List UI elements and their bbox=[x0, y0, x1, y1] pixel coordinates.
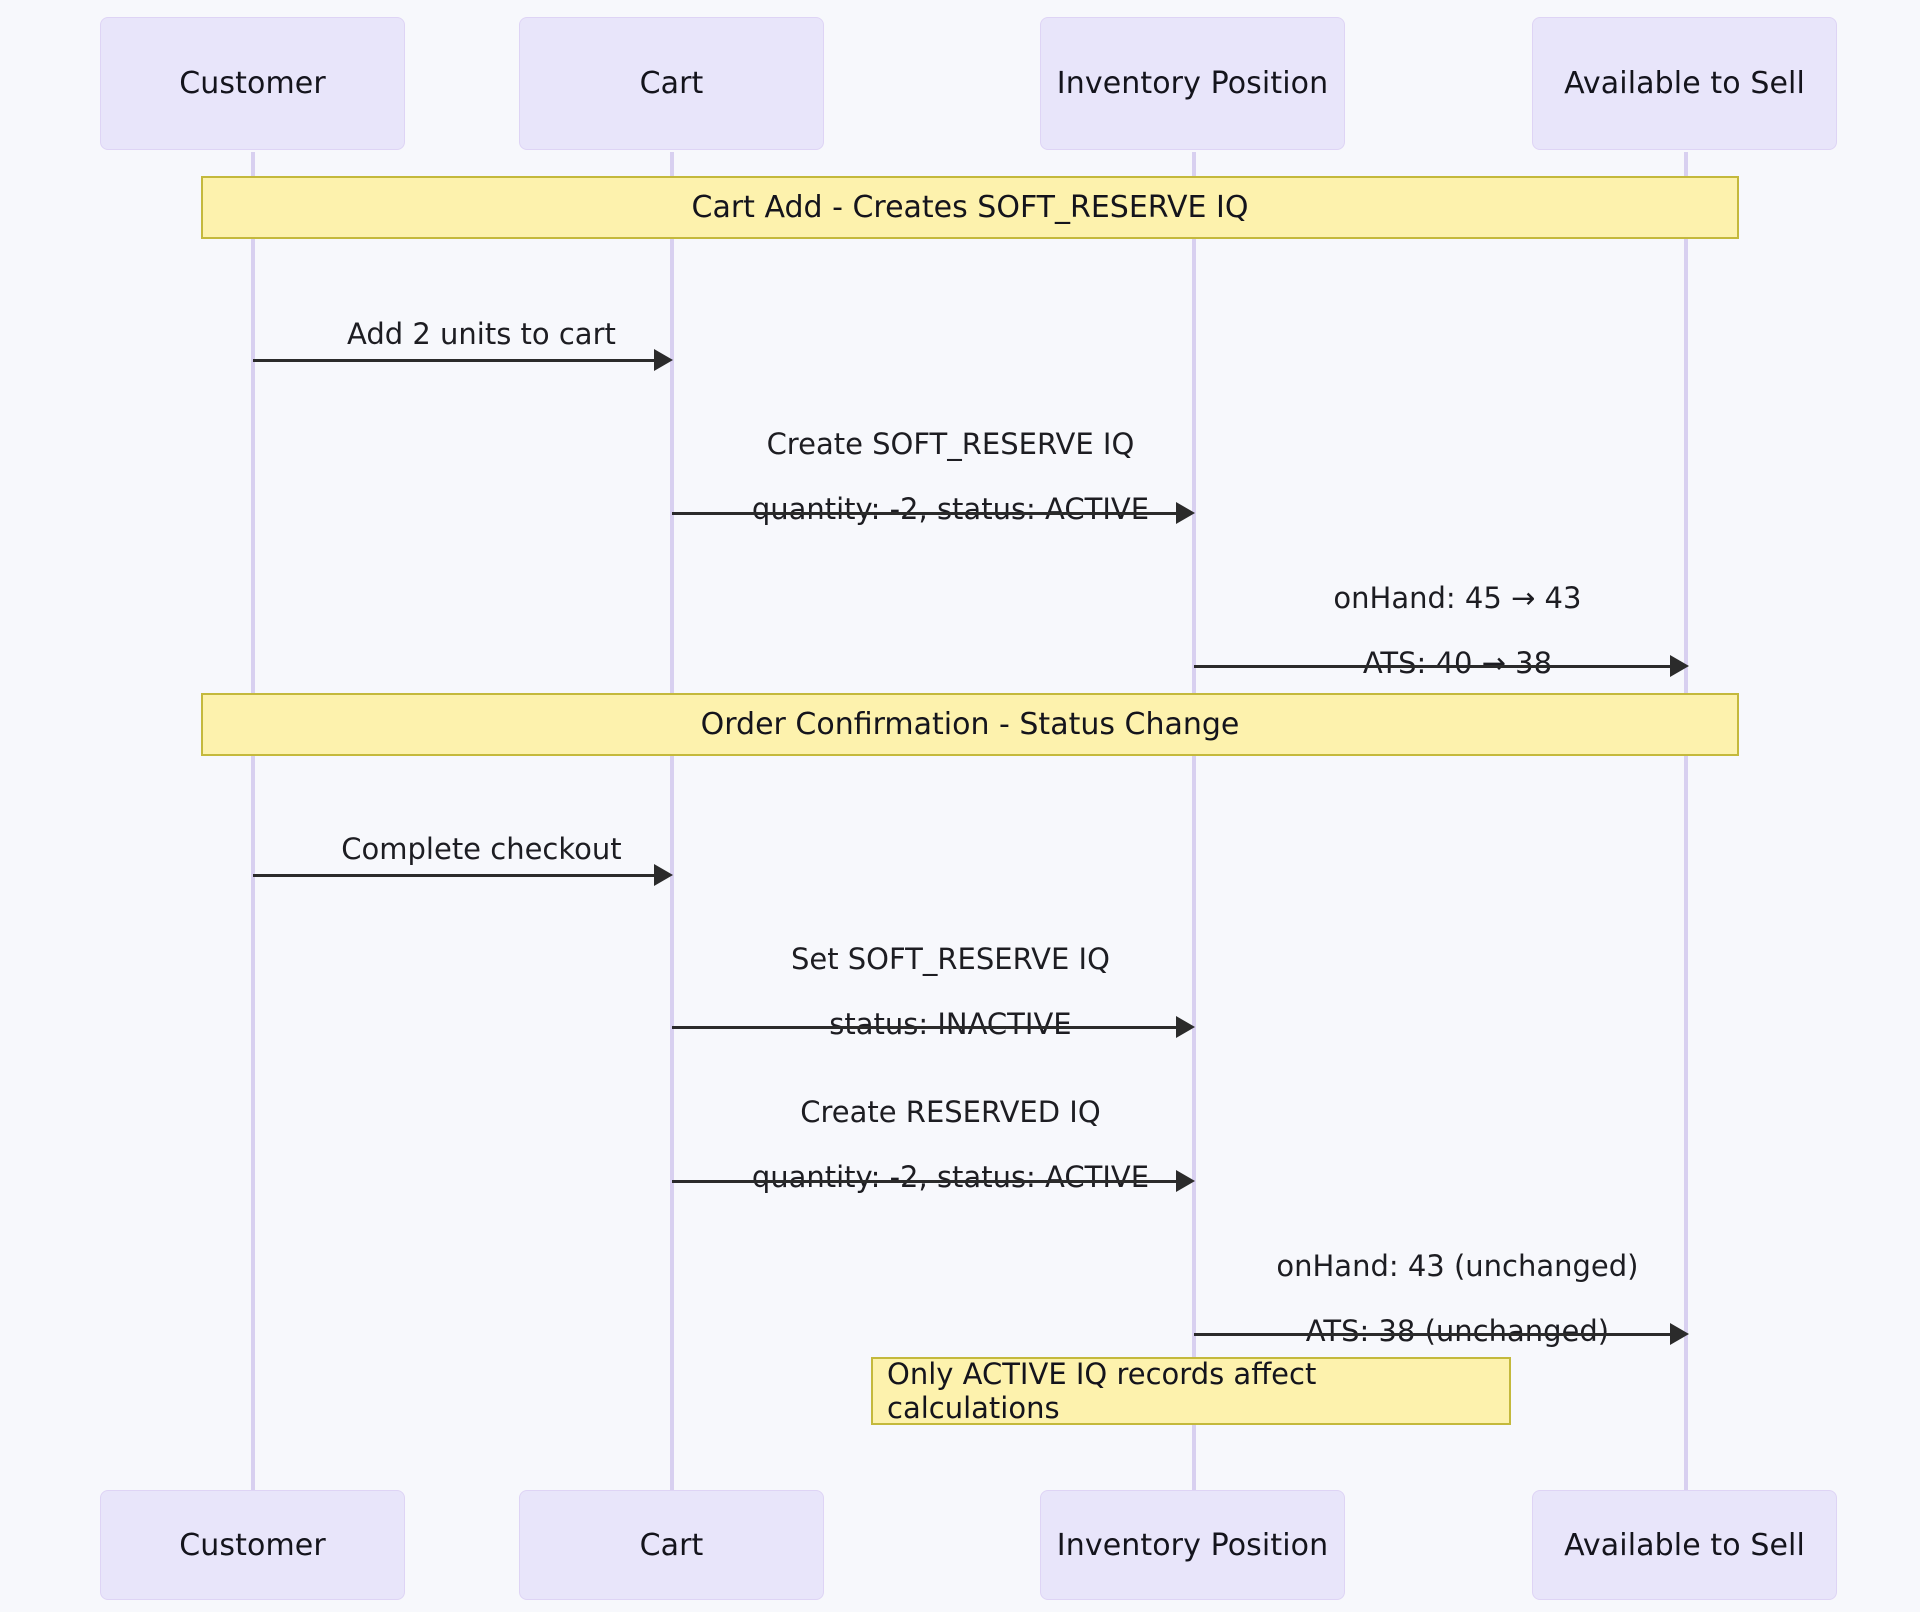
message-line-set-soft-reserve-inactive bbox=[672, 1026, 1183, 1029]
message-label-onhand-ats-update: onHand: 45 → 43 ATS: 40 → 38 bbox=[1333, 581, 1582, 681]
message-arrowhead-create-soft-reserve bbox=[1176, 502, 1195, 524]
participant-label: Customer bbox=[179, 1527, 326, 1563]
participant-label: Cart bbox=[639, 66, 704, 101]
message-arrowhead-complete-checkout bbox=[654, 864, 673, 886]
participant-cart-top[interactable]: Cart bbox=[519, 17, 824, 150]
participant-ats-top[interactable]: Available to Sell bbox=[1532, 17, 1837, 150]
message-line-onhand-ats-unchanged bbox=[1194, 1333, 1677, 1336]
message-label-onhand-ats-unchanged: onHand: 43 (unchanged) ATS: 38 (unchange… bbox=[1276, 1249, 1639, 1349]
message-arrowhead-add-units bbox=[654, 349, 673, 371]
note-label: Only ACTIVE IQ records affect calculatio… bbox=[887, 1357, 1317, 1425]
participant-label: Inventory Position bbox=[1056, 66, 1329, 101]
lifeline-ats bbox=[1684, 152, 1688, 1492]
participant-label: Cart bbox=[639, 1527, 704, 1563]
note-active-iq-records: Only ACTIVE IQ records affect calculatio… bbox=[871, 1357, 1511, 1425]
message-line-onhand-ats-update bbox=[1194, 665, 1677, 668]
message-arrowhead-onhand-ats-unchanged bbox=[1670, 1323, 1689, 1345]
message-label-create-soft-reserve: Create SOFT_RESERVE IQ quantity: -2, sta… bbox=[751, 427, 1150, 527]
participant-ats-bottom[interactable]: Available to Sell bbox=[1532, 1490, 1837, 1600]
section-label: Order Confirmation - Status Change bbox=[700, 707, 1240, 742]
participant-label: Available to Sell bbox=[1564, 66, 1805, 101]
message-line-add-units bbox=[253, 359, 661, 362]
participant-label: Available to Sell bbox=[1564, 1527, 1805, 1563]
participant-customer-top[interactable]: Customer bbox=[100, 17, 405, 150]
message-label-complete-checkout: Complete checkout bbox=[341, 832, 622, 867]
lifeline-customer bbox=[251, 152, 255, 1492]
message-arrowhead-set-soft-reserve-inactive bbox=[1176, 1016, 1195, 1038]
participant-cart-bottom[interactable]: Cart bbox=[519, 1490, 824, 1600]
message-label-create-reserved: Create RESERVED IQ quantity: -2, status:… bbox=[751, 1095, 1150, 1195]
participant-inventory-bottom[interactable]: Inventory Position bbox=[1040, 1490, 1345, 1600]
participant-customer-bottom[interactable]: Customer bbox=[100, 1490, 405, 1600]
participant-inventory-top[interactable]: Inventory Position bbox=[1040, 17, 1345, 150]
message-line-create-soft-reserve bbox=[672, 512, 1183, 515]
message-label-set-soft-reserve-inactive: Set SOFT_RESERVE IQ status: INACTIVE bbox=[790, 942, 1110, 1042]
message-arrowhead-create-reserved bbox=[1176, 1170, 1195, 1192]
section-band-order-confirmation: Order Confirmation - Status Change bbox=[201, 693, 1739, 756]
lifeline-cart bbox=[670, 152, 674, 1492]
lifeline-inventory bbox=[1192, 152, 1196, 1492]
section-label: Cart Add - Creates SOFT_RESERVE IQ bbox=[691, 190, 1249, 225]
participant-label: Inventory Position bbox=[1056, 1527, 1329, 1563]
section-band-cart-add: Cart Add - Creates SOFT_RESERVE IQ bbox=[201, 176, 1739, 239]
participant-label: Customer bbox=[179, 66, 326, 101]
message-line-complete-checkout bbox=[253, 874, 661, 877]
message-label-add-units: Add 2 units to cart bbox=[346, 317, 616, 352]
message-line-create-reserved bbox=[672, 1180, 1183, 1183]
message-arrowhead-onhand-ats-update bbox=[1670, 655, 1689, 677]
